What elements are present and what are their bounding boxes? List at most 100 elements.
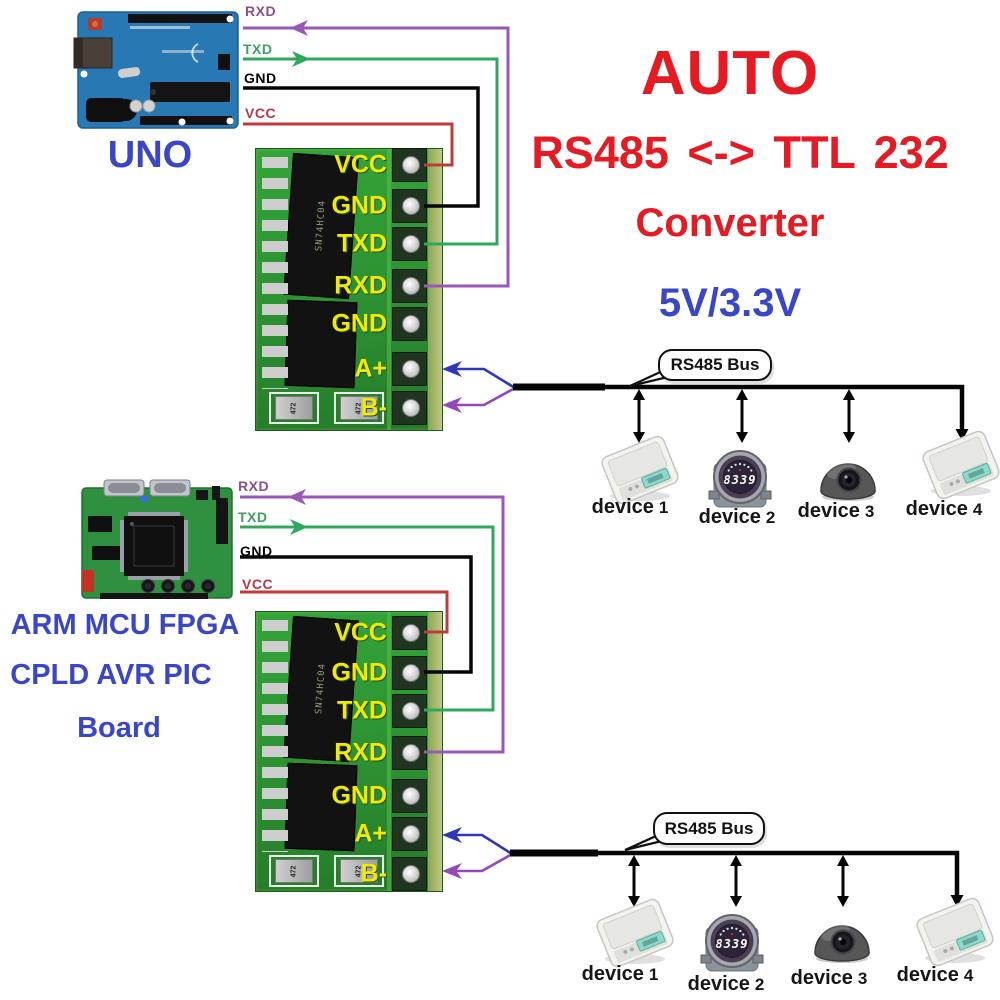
bus-end-arrow-icon	[950, 895, 964, 907]
terminal-pad	[402, 235, 420, 253]
pin-row-b-minus: B-	[256, 857, 442, 891]
title-converter: Converter	[635, 201, 825, 245]
device-3-camera-bottom	[814, 920, 870, 964]
uno-board-label: UNO	[107, 134, 193, 176]
device-4-scale-top	[920, 428, 1000, 502]
pin-row-vcc: VCC	[256, 148, 442, 182]
vcc-wire-label-top: VCC	[245, 105, 277, 121]
resistor: 472	[269, 392, 319, 424]
resistor-body: 472	[275, 859, 313, 883]
terminal-block	[392, 779, 427, 813]
mcu-board-label-line1: ARM MCU FPGA	[10, 609, 240, 641]
pin-row-txd: TXD	[256, 227, 442, 261]
b-minus-wire-bottom	[450, 852, 513, 873]
txd-arrow-right-icon	[290, 519, 308, 535]
converter-module-top: SN74HC04 472 472 VCC GND TXD RXD GND A+ …	[255, 148, 443, 431]
terminal-pad	[402, 197, 420, 215]
pin-label: RXD	[334, 738, 387, 767]
pin-label: GND	[331, 781, 387, 810]
rs485-bus-line-top	[603, 384, 965, 429]
terminal-pad	[402, 744, 420, 762]
terminal-pad	[402, 787, 420, 805]
terminal-pad	[402, 702, 420, 720]
pin-row-a-plus: A+	[256, 817, 442, 851]
pin-row-txd: TXD	[256, 694, 442, 728]
device-2-gauge-top	[708, 450, 772, 508]
pin-row-rxd: RXD	[256, 736, 442, 770]
terminal-pad	[402, 399, 420, 417]
pin-row-gnd2: GND	[256, 779, 442, 813]
converter-module-bottom: SN74HC04 472 472 VCC GND TXD RXD GND A+ …	[255, 611, 443, 892]
pin-label: GND	[331, 191, 387, 220]
a-plus-wire-bottom	[450, 833, 513, 856]
title-rs485-ttl: RS485 <-> TTL 232	[531, 127, 949, 178]
terminal-pad	[402, 825, 420, 843]
rs485-bus-callout-text: RS485 Bus	[664, 818, 754, 838]
pin-row-b-minus: B-	[256, 391, 442, 425]
a-plus-wire-top	[450, 367, 516, 390]
terminal-pad	[402, 865, 420, 883]
terminal-pad	[402, 277, 420, 295]
rs485-bus-line-bottom	[596, 850, 960, 895]
pin-label: VCC	[334, 618, 387, 647]
rs485-bus-callout-text: RS485 Bus	[670, 355, 760, 374]
resistor-body: 472	[275, 396, 313, 420]
resistor: 472	[269, 855, 319, 887]
pin-label: TXD	[337, 229, 387, 258]
title-auto: AUTO	[640, 39, 820, 108]
pin-row-vcc: VCC	[256, 616, 442, 650]
uno-board-image	[73, 11, 239, 129]
pin-row-gnd2: GND	[256, 307, 442, 341]
fpga-board-image	[81, 479, 233, 599]
txd-arrow-right-icon	[292, 51, 310, 67]
terminal-pad	[402, 156, 420, 174]
rs485-bus-callout-bottom: RS485 Bus	[653, 812, 765, 845]
gnd-wire-label-bottom: GND	[240, 543, 273, 559]
pin-label: RXD	[334, 271, 387, 300]
device-3-camera-top	[820, 458, 876, 502]
terminal-pad	[402, 664, 420, 682]
b-minus-wire-top	[450, 386, 516, 407]
vcc-wire-label-bottom: VCC	[242, 576, 274, 592]
rxd-wire-label-top: RXD	[245, 3, 277, 19]
device-4-scale-bottom	[914, 895, 996, 969]
pcb-trace-strip	[387, 149, 391, 430]
solder-pads	[262, 788, 288, 852]
rxd-arrow-left-icon	[290, 20, 308, 36]
txd-wire-label-top: TXD	[243, 41, 273, 57]
terminal-pad	[402, 315, 420, 333]
pin-label: GND	[331, 309, 387, 338]
device-drop-arrows-top	[633, 389, 855, 443]
pin-label: A+	[354, 354, 387, 383]
b-minus-arrow-icon	[442, 397, 462, 413]
gnd-wire-label-top: GND	[244, 70, 277, 86]
terminal-pad	[402, 360, 420, 378]
pin-row-gnd: GND	[256, 189, 442, 223]
pin-label: TXD	[337, 696, 387, 725]
device-1-scale-bottom	[594, 896, 676, 970]
pin-label: B-	[360, 393, 387, 422]
resistor: 472	[334, 392, 384, 424]
device-2-gauge-bottom	[700, 914, 764, 972]
solder-pads	[262, 325, 288, 389]
pin-row-rxd: RXD	[256, 269, 442, 303]
rxd-arrow-left-icon	[288, 489, 306, 505]
pin-row-a-plus: A+	[256, 352, 442, 386]
terminal-pad	[402, 624, 420, 642]
mcu-board-label-line3: Board	[77, 712, 161, 744]
a-plus-arrow-icon	[442, 361, 462, 377]
rs485-bus-callout-top: RS485 Bus	[658, 349, 772, 381]
pin-row-gnd: GND	[256, 656, 442, 690]
mcu-board-label-line2: CPLD AVR PIC	[10, 659, 212, 691]
pin-label: A+	[354, 819, 387, 848]
rxd-wire-label-bottom: RXD	[238, 478, 270, 494]
device-drop-arrows-bottom	[628, 855, 849, 907]
pin-label: VCC	[334, 150, 387, 179]
